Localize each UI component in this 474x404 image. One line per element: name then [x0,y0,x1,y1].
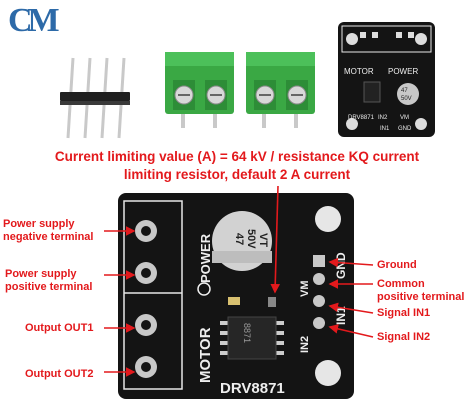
capacitor-text-1: 47 [233,233,245,245]
label-positive-line-1: Power supply [5,268,77,280]
thumb-model-label: DRV8871 [348,115,375,121]
label-common-line-1: Common [377,278,425,290]
main-board-image: MOTOR POWER GND VM IN1 IN2 DRV8871 47 50… [118,193,354,399]
caption-line-2: limiting resistor, default 2 A current [123,167,351,182]
thumb-power-label: POWER [388,67,418,76]
vm-silk-label: VM [299,281,311,298]
thumb-vm-label: VM [400,115,409,121]
thumb-in1-label: IN1 [380,126,390,132]
label-signal-in1: Signal IN1 [377,307,431,319]
label-positive-line-2: positive terminal [5,281,93,293]
thumb-in2-label: IN2 [378,115,388,121]
terminal-block-image [246,52,315,128]
label-ground: Ground [377,259,417,271]
caption-line-1: Current limiting value (A) = 64 kV / res… [54,149,420,164]
power-silk-label: POWER [198,233,213,283]
thumb-cap-text: 47 [401,88,408,94]
arrow-resistor [270,185,281,294]
brand-logo: CM [8,2,60,39]
chip-text: 8871 [242,323,252,343]
label-negative-line-2: negative terminal [3,231,94,243]
model-silk-label: DRV8871 [220,380,285,397]
terminal-block-image [165,52,234,128]
thumb-gnd-label: GND [398,126,412,132]
label-signal-in2: Signal IN2 [377,331,431,343]
thumbnail-board-image: MOTOR POWER 47 50V DRV8871 IN2 IN1 GND V… [338,22,435,137]
arrow-ground [328,257,374,268]
capacitor-text-2: 50V [245,229,257,249]
thumb-cap-text-2: 50V [401,96,412,102]
label-output-out1: Output OUT1 [25,322,94,334]
motor-silk-label: MOTOR [197,327,214,383]
arrow-in2 [328,324,374,338]
pin-header-image [60,57,130,139]
in2-silk-label: IN2 [299,336,311,353]
capacitor-text-3: VT [257,233,269,247]
label-common-line-2: positive terminal [377,291,465,303]
thumb-motor-label: MOTOR [344,67,374,76]
label-output-out2: Output OUT2 [25,368,94,380]
arrow-in1 [328,302,374,314]
label-negative-line-1: Power supply [3,218,75,230]
